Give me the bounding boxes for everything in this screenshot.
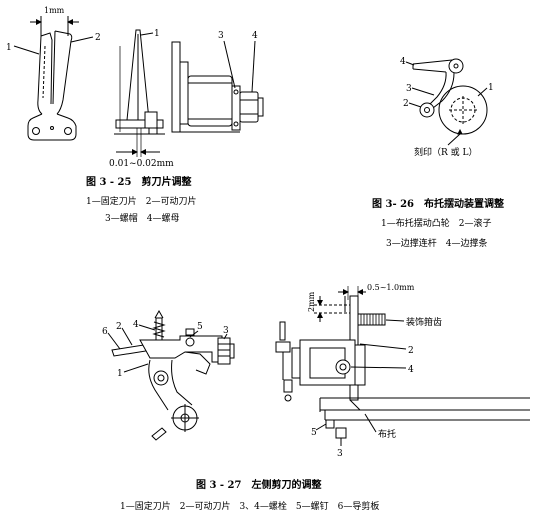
figure-legend-line: 3—螺帽 4—螺母	[105, 212, 179, 224]
part-label-nut: 4	[252, 31, 258, 41]
part-label-fixed-blade: 1	[117, 369, 123, 379]
part-label-movable-blade: 2	[116, 322, 122, 332]
figure-caption: 图 3 - 25 剪刀片调整	[86, 175, 191, 188]
part-label-cam: 1	[488, 83, 494, 93]
cylinder-nut-assembly	[171, 40, 264, 133]
part-label-feed-dog: 装饰箝齿	[406, 316, 442, 328]
part-label-movable-blade: 2	[408, 346, 414, 356]
mark-label: 刻印（R 或 L）	[414, 146, 477, 158]
blade-front-view	[13, 16, 94, 141]
figure-legend-line: 1—布托摆动凸轮 2—滚子	[381, 217, 491, 229]
part-label-support-bar: 4	[400, 57, 406, 67]
part-label-screw: 5	[311, 428, 317, 438]
part-label-cap-nut: 3	[218, 31, 224, 41]
dimension-label-horizontal: 0.5~1.0mm	[367, 283, 415, 292]
part-label-movable-blade: 2	[95, 33, 101, 43]
dimension-label-vertical: 2mm	[307, 291, 316, 312]
blade-edge-view	[114, 29, 165, 157]
figure-legend-line: 3—边撑连杆 4—边撑条	[386, 237, 487, 249]
part-label-bolt-3: 3	[223, 326, 229, 336]
figure-caption: 图 3- 26 布托摆动装置调整	[372, 197, 504, 210]
figure-legend-line: 1—固定刀片 2—可动刀片	[86, 195, 196, 207]
figure-legend-line: 1—固定刀片 2—可动刀片 3、4—螺栓 5—螺钉 6—导剪板	[120, 500, 379, 512]
part-label-bolt-3: 3	[337, 449, 343, 459]
dimension-label-bottom: 0.01~0.02mm	[109, 159, 174, 169]
part-label-blade-edge: 1	[154, 29, 160, 39]
part-label-fixed-blade: 1	[6, 43, 12, 53]
left-scissor-side-view	[275, 286, 530, 446]
part-label-link: 3	[406, 84, 412, 94]
figure-caption: 图 3 - 27 左侧剪刀的调整	[196, 478, 321, 491]
figure-3-25: 1mm 1 2 1 0.01~0.02mm	[6, 6, 264, 224]
figure-3-27: 6 2 4 5 3 1	[102, 283, 530, 512]
cloth-holder-swing-mechanism	[405, 58, 488, 146]
part-label-cloth-holder: 布托	[378, 428, 396, 440]
part-label-guide-plate: 6	[102, 327, 108, 337]
part-label-roller: 2	[403, 99, 409, 109]
left-scissor-assembly	[107, 309, 235, 441]
figure-3-26: 4 3 2 1 刻印（R 或 L） 图 3- 26 布托摆动装置调整 1—布托摆…	[372, 57, 504, 249]
dimension-label-top: 1mm	[44, 6, 65, 15]
part-label-bolt-4: 4	[133, 320, 139, 330]
part-label-bolt-4: 4	[408, 365, 414, 375]
part-label-screw: 5	[197, 322, 203, 332]
